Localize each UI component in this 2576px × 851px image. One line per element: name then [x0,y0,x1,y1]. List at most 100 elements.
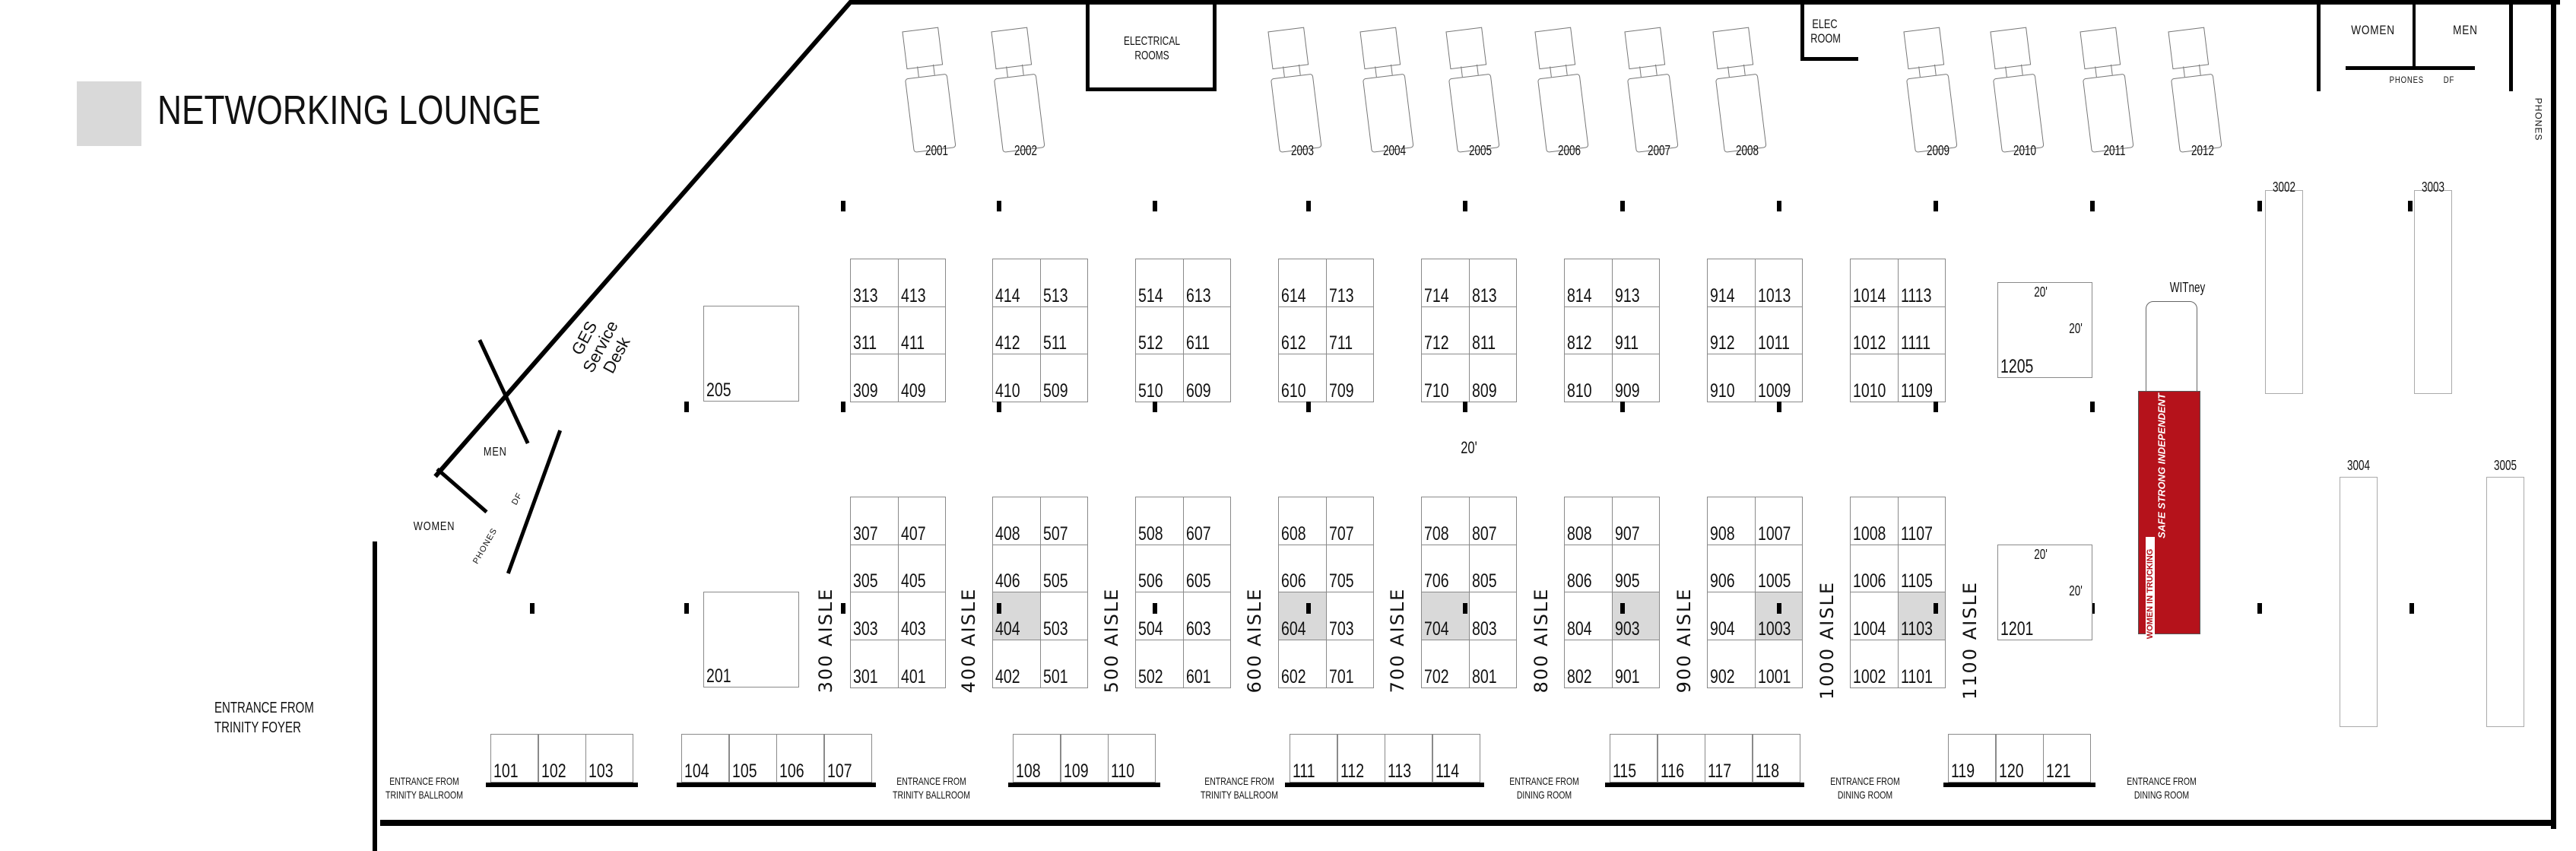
booth-313[interactable]: 313 [850,259,899,307]
booth-712[interactable]: 712 [1421,306,1470,355]
booth-107[interactable]: 107 [823,734,872,783]
booth-414[interactable]: 414 [992,259,1041,307]
booth-608[interactable]: 608 [1278,497,1327,545]
booth-814[interactable]: 814 [1564,259,1613,307]
booth-108[interactable]: 108 [1013,734,1061,783]
booth-808[interactable]: 808 [1564,497,1613,545]
truck-booth-2010[interactable] [1987,27,2045,153]
booth-802[interactable]: 802 [1564,640,1613,688]
truck-booth-2011[interactable] [2076,27,2134,153]
booth-1008[interactable]: 1008 [1850,497,1899,545]
booth-807[interactable]: 807 [1468,497,1517,545]
truck-booth-2008[interactable] [1709,27,1767,153]
booth-409[interactable]: 409 [897,354,946,403]
truck-booth-2003[interactable] [1264,27,1322,153]
booth-410[interactable]: 410 [992,354,1041,403]
booth-604[interactable]: 604 [1278,592,1327,641]
truck-trailer[interactable]: SAFE STRONG INDEPENDENT WOMEN IN TRUCKIN… [2138,391,2200,651]
booth-507[interactable]: 507 [1039,497,1088,545]
booth-103[interactable]: 103 [585,734,633,783]
booth-611[interactable]: 611 [1182,306,1231,355]
booth-613[interactable]: 613 [1182,259,1231,307]
booth-307[interactable]: 307 [850,497,899,545]
booth-703[interactable]: 703 [1325,592,1374,641]
booth-913[interactable]: 913 [1611,259,1660,307]
booth-701[interactable]: 701 [1325,640,1374,688]
booth-102[interactable]: 102 [538,734,586,783]
booth-1103[interactable]: 1103 [1897,592,1946,641]
long-booth-3004[interactable] [2340,477,2378,727]
booth-117[interactable]: 117 [1705,734,1753,783]
booth-809[interactable]: 809 [1468,354,1517,403]
truck-booth-2002[interactable] [988,27,1045,153]
truck-booth-2004[interactable] [1356,27,1414,153]
booth-1201[interactable]: 1201 20' 20' [1997,545,2092,640]
booth-406[interactable]: 406 [992,544,1041,593]
booth-201[interactable]: 201 [703,592,799,687]
long-booth-3003[interactable] [2414,190,2452,394]
booth-109[interactable]: 109 [1060,734,1109,783]
booth-906[interactable]: 906 [1707,544,1756,593]
booth-1105[interactable]: 1105 [1897,544,1946,593]
booth-303[interactable]: 303 [850,592,899,641]
booth-1009[interactable]: 1009 [1754,354,1803,403]
booth-1101[interactable]: 1101 [1897,640,1946,688]
booth-909[interactable]: 909 [1611,354,1660,403]
booth-301[interactable]: 301 [850,640,899,688]
booth-607[interactable]: 607 [1182,497,1231,545]
booth-901[interactable]: 901 [1611,640,1660,688]
booth-1005[interactable]: 1005 [1754,544,1803,593]
booth-505[interactable]: 505 [1039,544,1088,593]
booth-614[interactable]: 614 [1278,259,1327,307]
booth-311[interactable]: 311 [850,306,899,355]
booth-813[interactable]: 813 [1468,259,1517,307]
booth-101[interactable]: 101 [490,734,538,783]
booth-905[interactable]: 905 [1611,544,1660,593]
booth-512[interactable]: 512 [1135,306,1184,355]
booth-705[interactable]: 705 [1325,544,1374,593]
booth-115[interactable]: 115 [1610,734,1658,783]
booth-404[interactable]: 404 [992,592,1041,641]
booth-708[interactable]: 708 [1421,497,1470,545]
booth-904[interactable]: 904 [1707,592,1756,641]
booth-121[interactable]: 121 [2043,734,2091,783]
booth-508[interactable]: 508 [1135,497,1184,545]
booth-111[interactable]: 111 [1290,734,1337,783]
booth-403[interactable]: 403 [897,592,946,641]
booth-509[interactable]: 509 [1039,354,1088,403]
booth-706[interactable]: 706 [1421,544,1470,593]
booth-609[interactable]: 609 [1182,354,1231,403]
booth-511[interactable]: 511 [1039,306,1088,355]
truck-booth-2005[interactable] [1442,27,1500,153]
booth-601[interactable]: 601 [1182,640,1231,688]
booth-114[interactable]: 114 [1432,734,1480,783]
booth-405[interactable]: 405 [897,544,946,593]
booth-1205[interactable]: 1205 20' 20' [1997,282,2092,378]
booth-1003[interactable]: 1003 [1754,592,1803,641]
booth-1002[interactable]: 1002 [1850,640,1899,688]
truck-booth-2007[interactable] [1621,27,1679,153]
booth-804[interactable]: 804 [1564,592,1613,641]
long-booth-3002[interactable] [2265,190,2303,394]
booth-120[interactable]: 120 [1995,734,2044,783]
booth-412[interactable]: 412 [992,306,1041,355]
booth-812[interactable]: 812 [1564,306,1613,355]
booth-1113[interactable]: 1113 [1897,259,1946,307]
booth-711[interactable]: 711 [1325,306,1374,355]
booth-914[interactable]: 914 [1707,259,1756,307]
booth-305[interactable]: 305 [850,544,899,593]
booth-605[interactable]: 605 [1182,544,1231,593]
booth-501[interactable]: 501 [1039,640,1088,688]
booth-119[interactable]: 119 [1948,734,1996,783]
booth-805[interactable]: 805 [1468,544,1517,593]
booth-1007[interactable]: 1007 [1754,497,1803,545]
booth-112[interactable]: 112 [1337,734,1385,783]
booth-1012[interactable]: 1012 [1850,306,1899,355]
booth-806[interactable]: 806 [1564,544,1613,593]
booth-801[interactable]: 801 [1468,640,1517,688]
booth-803[interactable]: 803 [1468,592,1517,641]
booth-506[interactable]: 506 [1135,544,1184,593]
booth-606[interactable]: 606 [1278,544,1327,593]
booth-713[interactable]: 713 [1325,259,1374,307]
booth-1014[interactable]: 1014 [1850,259,1899,307]
